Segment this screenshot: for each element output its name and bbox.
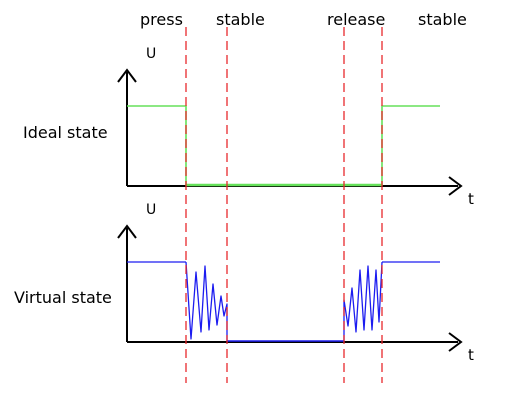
virtual-axes [117, 224, 463, 352]
phase-label-stable-1: stable [216, 10, 265, 29]
ideal-x-axis-label: t [468, 190, 474, 208]
virtual-state-label: Virtual state [14, 288, 112, 307]
virtual-y-axis-label: U [146, 202, 157, 218]
virtual-x-arrowhead [448, 332, 463, 352]
phase-label-release: release [327, 10, 386, 29]
phase-label-stable-2: stable [418, 10, 467, 29]
ideal-y-axis-label: U [146, 46, 157, 62]
virtual-x-axis-label: t [468, 346, 474, 364]
virtual-signal [127, 261, 440, 342]
release-bounce [343, 261, 383, 341]
virtual-y-arrowhead [117, 224, 137, 239]
phase-label-press: press [140, 10, 183, 29]
phase-markers [185, 27, 383, 383]
ideal-state-label: Ideal state [23, 123, 108, 142]
ideal-x-arrowhead [448, 176, 463, 196]
ideal-signal-trace [127, 105, 440, 186]
press-bounce [185, 261, 228, 341]
ideal-signal [127, 105, 440, 187]
ideal-axes [117, 68, 463, 196]
ideal-y-arrowhead [117, 68, 137, 83]
